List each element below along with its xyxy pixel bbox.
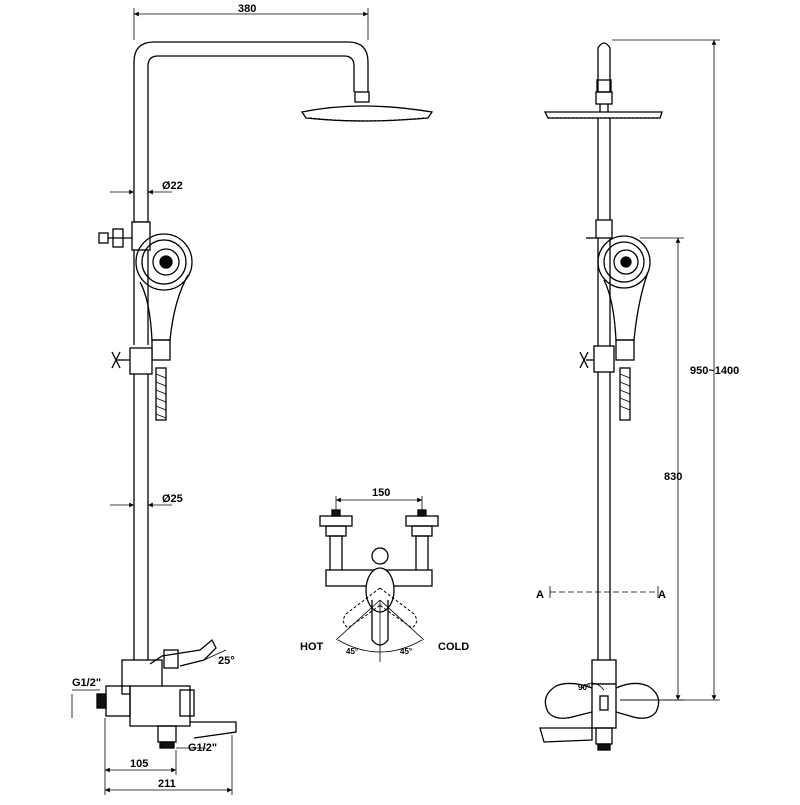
- angle-hot: 45°: [346, 647, 358, 656]
- dim-inlet-spacing: 150: [372, 487, 390, 499]
- dim-diverter-angle: 90°: [578, 683, 590, 692]
- side-dimension-labels: 950~1400 830 A A 90°: [536, 365, 739, 692]
- angle-cold: 45°: [400, 647, 412, 656]
- mixer-detail-view: [319, 496, 439, 662]
- dim-lower-pipe: Ø25: [162, 493, 183, 505]
- dim-arm-width: 380: [238, 3, 256, 15]
- dim-spout-reach: 211: [158, 778, 176, 790]
- side-mixer: [539, 659, 660, 751]
- dim-outlet-thread: G1/2": [188, 742, 217, 754]
- dim-lever-angle: 25°: [218, 655, 235, 667]
- handshower-holder-upper: [98, 228, 132, 248]
- mixer-detail-dimensions: [335, 496, 425, 662]
- side-shower-head: [543, 104, 663, 119]
- riser-slider: [111, 347, 153, 375]
- lever-hot-position: [342, 587, 383, 629]
- lower-riser: [133, 374, 149, 660]
- shower-hose: [155, 367, 167, 421]
- side-view: [539, 39, 720, 751]
- rain-shower-head: [300, 91, 434, 122]
- front-dimensions: [71, 8, 369, 795]
- side-hand-shower: [597, 235, 651, 421]
- dim-total-height: 950~1400: [690, 365, 739, 377]
- section-label-left: A: [536, 589, 544, 601]
- side-riser: [579, 118, 615, 660]
- side-dimensions: [549, 39, 720, 701]
- mixer-body-top: [325, 547, 433, 646]
- section-label-right: A: [658, 589, 666, 601]
- hand-shower: [135, 233, 193, 361]
- front-view: [71, 8, 434, 795]
- dim-upper-pipe: Ø22: [162, 180, 183, 192]
- dim-inlet-thread: G1/2": [72, 677, 101, 689]
- bath-mixer: [96, 638, 237, 749]
- front-dimension-labels: 380 Ø22 Ø25 25° G1/2" G1/2" 105 211: [72, 3, 256, 790]
- shower-arm: [133, 41, 369, 223]
- upper-riser: [131, 221, 151, 345]
- mixer-detail-labels: 150 HOT COLD 45° 45°: [300, 487, 469, 656]
- dim-holder-height: 830: [664, 471, 682, 483]
- side-arm: [595, 42, 613, 105]
- dim-inlet-offset: 105: [130, 758, 148, 770]
- label-hot: HOT: [300, 641, 324, 653]
- lever-cold-position: [377, 587, 418, 629]
- label-cold: COLD: [438, 641, 469, 653]
